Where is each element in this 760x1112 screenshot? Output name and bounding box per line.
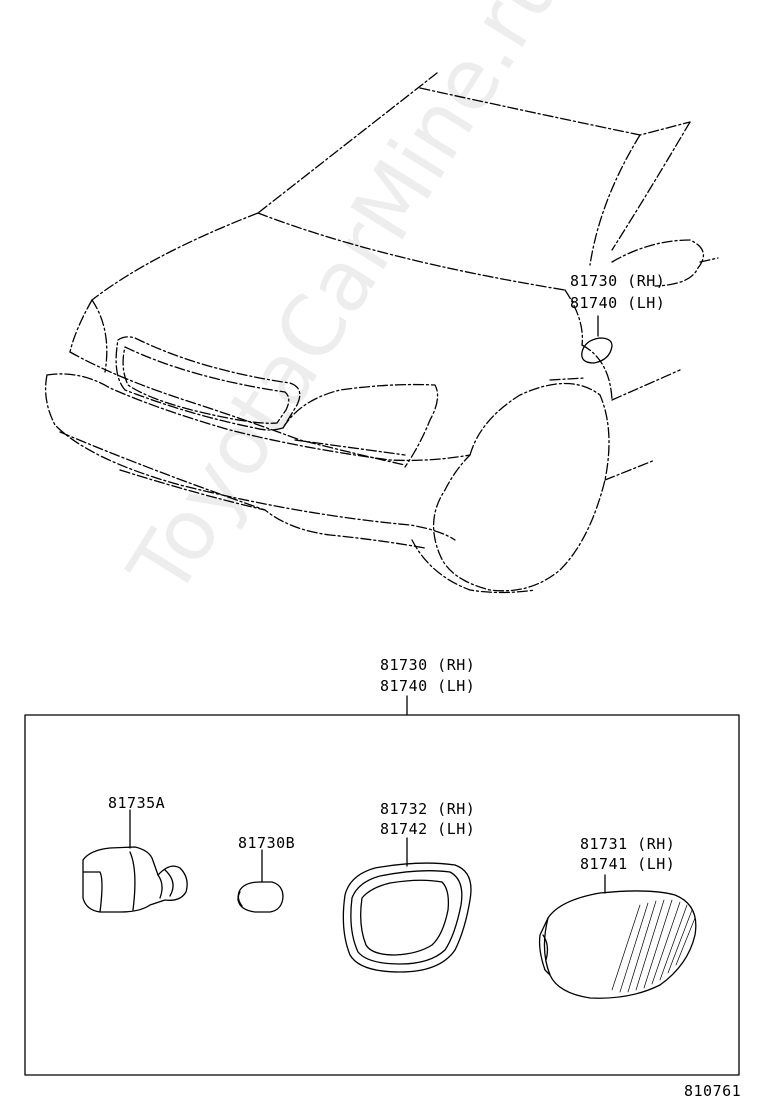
diagram-id: 810761	[684, 1082, 742, 1100]
assembly-frame	[24, 714, 740, 1076]
callout-car-lamp-rh: 81730 (RH)	[570, 272, 666, 290]
callout-car-lamp-lh: 81740 (LH)	[570, 294, 666, 312]
callout-socket: 81735A	[108, 794, 166, 812]
callout-assembly-lh: 81740 (LH)	[380, 677, 476, 695]
callout-lens-lh: 81741 (LH)	[580, 855, 676, 873]
callout-lens-rh: 81731 (RH)	[580, 835, 676, 853]
socket-part	[82, 846, 188, 913]
callout-gasket-lh: 81742 (LH)	[380, 820, 476, 838]
callout-gasket-rh: 81732 (RH)	[380, 800, 476, 818]
lens-part	[538, 890, 697, 999]
vehicle-outline	[44, 72, 719, 594]
callout-bulb: 81730B	[238, 834, 296, 852]
fender-side-lamp	[581, 337, 613, 364]
callout-assembly-rh: 81730 (RH)	[380, 656, 476, 674]
gasket-part	[342, 862, 472, 973]
lens-hatch	[611, 899, 696, 993]
bulb-part	[237, 881, 284, 913]
